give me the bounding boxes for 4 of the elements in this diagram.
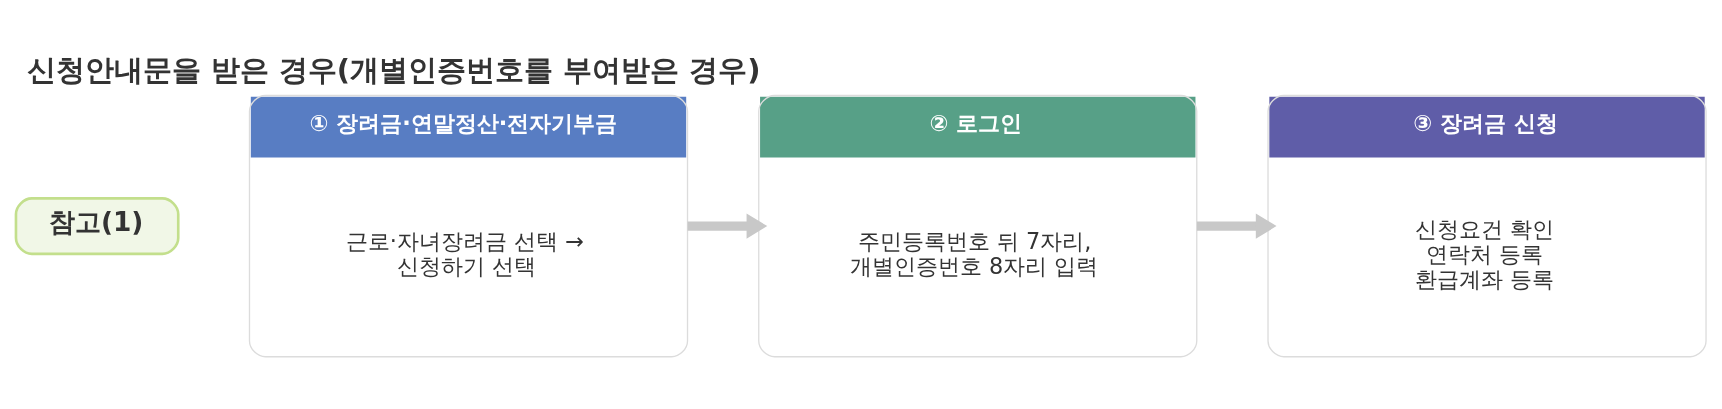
arrow: [687, 212, 768, 239]
arrow: [1196, 212, 1277, 239]
diagram-title: 신청안내문을 받은 경우(개별인증번호를 부여받은 경우): [26, 52, 761, 87]
node-box: 참고(1): [14, 196, 180, 255]
